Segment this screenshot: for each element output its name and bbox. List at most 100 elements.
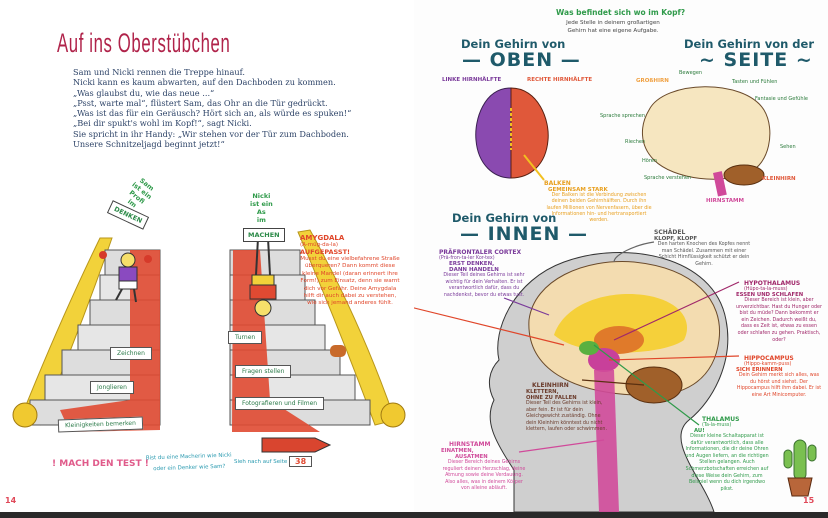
thalamus-name: THALAMUS: [702, 416, 740, 423]
schaedel-heading: KLOPF, KLOPF: [654, 236, 698, 242]
test-question: Bist du eine Macherin wie Nicki oder ein…: [146, 451, 233, 476]
story-line: „Psst, warte mal“, flüstert Sam, das Ohr…: [73, 97, 328, 108]
amygdala-heading: AUFGEPASST!: [300, 248, 350, 256]
caption-line: im: [256, 216, 266, 224]
intro-heading: Was befindet sich wo im Kopf?: [556, 8, 686, 17]
hirnstamm-text: Dieser Bereich deines Gehirns reguliert …: [442, 460, 526, 492]
thalamus-heading: AU!: [694, 428, 705, 434]
left-page: Auf ins Oberstübchen Sam und Nicki renne…: [0, 0, 414, 512]
amygdala-info: AMYGDALA (A-müg-da-la) AUFGEPASST! Musst…: [300, 234, 400, 308]
mach-den-test-label: ! MACH DEN TEST !: [52, 459, 149, 469]
intro-text: Jede Stelle in deinem großartigen Gehirn…: [563, 19, 663, 35]
bottom-bar: [0, 512, 828, 518]
inside-view-heading: Dein Gehirn von: [452, 211, 557, 225]
hirnstamm-label: HIRNSTAMM: [706, 198, 744, 204]
page-title: Auf ins Oberstübchen: [57, 28, 231, 58]
hypothalamus-name: HYPOTHALAMUS: [744, 280, 801, 287]
cortex-heading: DANN HANDELN: [449, 267, 499, 273]
brain-top-view: [475, 87, 549, 179]
balken-info: BALKEN GEMEINSAM STARK Der Balken ist di…: [544, 180, 654, 224]
page-number: 15: [803, 496, 815, 505]
sam-figure: [99, 251, 152, 303]
kleinhirn-name: KLEINHIRN: [532, 382, 569, 389]
cactus-icon: [783, 439, 817, 497]
hirnstamm-name: HIRNSTAMM: [449, 441, 491, 448]
nicki-caption: Nicki ist ein As im: [250, 192, 273, 224]
pencil-icon: [261, 437, 332, 453]
side-view-title: ~ SEITE ~: [699, 49, 813, 71]
kleinhirn-info: KLEINHIRN KLETTERN, OHNE ZU FALLEN Diese…: [526, 382, 611, 434]
story-line: Nicki kann es kaum abwarten, auf den Dac…: [73, 77, 336, 88]
caption-line: As: [256, 208, 266, 216]
hippocampus-name: HIPPOCAMPUS: [744, 355, 794, 362]
hypothalamus-pron: (Hüpo-ta-la-muss): [744, 287, 788, 292]
staircase-illustration: [12, 229, 406, 453]
story-line: „Was glaubst du, wie das neue ...“: [73, 87, 215, 98]
step-label: Jonglieren: [90, 381, 134, 394]
caption-line: ist ein: [250, 200, 273, 208]
intro-line: Gehirn hat eine eigene Aufgabe.: [567, 28, 659, 34]
story-line: Sam und Nicki rennen die Treppe hinauf.: [73, 67, 245, 77]
hippocampus-text: Dein Gehirn merkt sich alles, was du hör…: [736, 373, 822, 398]
left-hemisphere-label: LINKE HIRNHÄLFTE: [442, 77, 502, 83]
test-question-line: oder ein Denker wie Sam?: [153, 463, 226, 473]
step-label: Fragen stellen: [235, 365, 292, 378]
hypothalamus-text: Dieser Bereich ist klein, aber unverzich…: [736, 298, 822, 343]
function-label: Sehen: [780, 144, 796, 150]
story-text: Sam und Nicki rennen die Treppe hinauf. …: [73, 67, 351, 149]
brain-side-view: [642, 86, 771, 197]
brain-illustrations: [414, 86, 817, 512]
function-label: Sprache sprechen: [600, 113, 646, 119]
cortex-info: PRÄFRONTALER CORTEX (Prä-fron-ta-ler Kor…: [439, 249, 529, 299]
schaedel-name: SCHÄDEL: [654, 229, 686, 236]
step-label: Zeichnen: [110, 347, 152, 360]
inside-view-title: — INNEN —: [460, 223, 588, 245]
top-view-heading: Dein Gehirn von: [461, 37, 566, 51]
amygdala-name: AMYGDALA: [300, 234, 345, 242]
hippocampus-pron: (Hippo-kamm-puss): [744, 362, 792, 367]
thalamus-pron: (Ta-la-muss): [702, 423, 732, 428]
kleinhirn-text: Dieser Teil des Gehirns ist klein, aber …: [526, 401, 607, 433]
kleinhirn-heading: OHNE ZU FALLEN: [526, 395, 577, 401]
cortex-pron: (Prä-fron-ta-ler Kor-tex): [439, 256, 495, 261]
story-line: „Was ist das für ein Geräusch? Hört sich…: [73, 108, 352, 119]
function-label: Riechen: [625, 139, 646, 145]
step-label: Turnen: [228, 331, 263, 344]
side-view-heading: Dein Gehirn von der: [684, 37, 814, 51]
function-label: Fantasie und Gefühle: [755, 96, 808, 102]
thalamus-info: THALAMUS (Ta-la-muss) AU! Dieser kleine …: [684, 416, 770, 493]
grosshirn-label: GROßHIRN: [636, 78, 669, 84]
hypothalamus-heading: ESSEN UND SCHLAFEN: [736, 292, 804, 298]
function-label: Hören: [642, 158, 658, 164]
thalamus-text: Dieser kleine Schaltapparat ist dafür ve…: [685, 434, 769, 492]
leader-lines: [414, 154, 740, 453]
story-line: „Bei dir spukt's wohl im Kopf!“, sagt Ni…: [73, 118, 252, 129]
left-staircase: [12, 237, 161, 432]
cortex-text: Dieser Teil deines Gehirns ist sehr wich…: [443, 273, 525, 298]
kleinhirn-label: KLEINHIRN: [762, 176, 796, 182]
hirnstamm-info: HIRNSTAMM EINATMEN, AUSATMEN Dieser Bere…: [441, 441, 527, 493]
hippocampus-info: HIPPOCAMPUS (Hippo-kamm-puss) SICH ERINN…: [736, 355, 822, 399]
story-line: Sie spricht in ihr Handy: „Wir stehen vo…: [73, 128, 349, 139]
top-view-title: — OBEN —: [462, 49, 581, 71]
hirnstamm-heading: AUSATMEN: [455, 454, 488, 460]
amygdala-pron: (A-müg-da-la): [300, 242, 338, 248]
page-reference-link[interactable]: 38: [289, 456, 313, 467]
kleinhirn-heading: KLETTERN,: [526, 389, 559, 395]
nicki-figure: [249, 237, 277, 317]
see-page-text: Sieh nach auf Seite: [234, 459, 288, 465]
cortex-name: PRÄFRONTALER CORTEX: [439, 249, 522, 256]
caption-line: Nicki: [252, 192, 271, 200]
machen-sign: MACHEN: [243, 228, 285, 242]
right-page: Was befindet sich wo im Kopf? Jede Stell…: [414, 0, 828, 512]
step-label: Fotografieren und Filmen: [235, 397, 325, 410]
balken-text: Der Balken ist die Verbindung zwischen d…: [546, 193, 652, 224]
story-line: Unsere Schnitzeljagd beginnt jetzt!“: [73, 139, 225, 150]
balken-name: BALKEN: [544, 180, 571, 187]
function-label: Tasten und Fühlen: [732, 79, 778, 85]
hypothalamus-info: HYPOTHALAMUS (Hüpo-ta-la-muss) ESSEN UND…: [736, 280, 822, 344]
page-number: 14: [5, 496, 17, 505]
right-hemisphere-label: RECHTE HIRNHÄLFTE: [527, 77, 593, 83]
cortex-heading: ERST DENKEN,: [449, 261, 495, 267]
hirnstamm-heading: EINATMEN,: [441, 448, 474, 454]
